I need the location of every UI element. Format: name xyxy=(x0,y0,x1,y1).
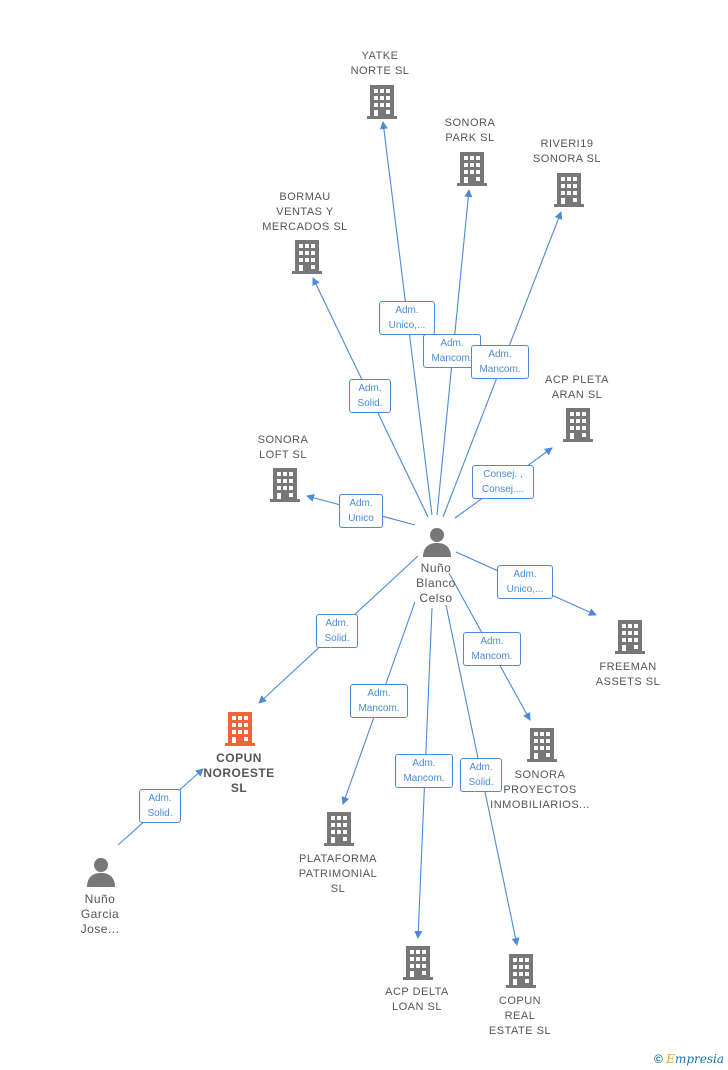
node-label-acp-pleta[interactable]: ACP PLETA ARAN SL xyxy=(544,374,610,401)
building-icon[interactable] xyxy=(554,173,584,207)
edge-label-sonora-loft[interactable]: Adm. Unico xyxy=(339,494,383,528)
brand-rest: mpresia xyxy=(674,1052,724,1066)
building-icon[interactable] xyxy=(324,812,354,846)
person-icon[interactable] xyxy=(423,528,451,557)
node-label-sonora-loft[interactable]: SONORA LOFT SL xyxy=(257,434,309,461)
node-label-yatke[interactable]: YATKE NORTE SL xyxy=(350,50,410,77)
node-label-nuno-garcia[interactable]: Nuño Garcia Jose... xyxy=(80,892,120,936)
empresia-watermark: © Empresia xyxy=(654,1052,724,1066)
edge-label-garcia-copun[interactable]: Adm. Solid. xyxy=(139,789,181,823)
node-label-acp-delta[interactable]: ACP DELTA LOAN SL xyxy=(385,986,449,1013)
building-icon[interactable] xyxy=(367,85,397,119)
edge-label-plataforma[interactable]: Adm. Mancom. xyxy=(350,684,408,718)
edge-label-copun-noroeste[interactable]: Adm. Solid. xyxy=(316,614,358,648)
person-icon[interactable] xyxy=(87,858,115,887)
node-label-copun-noroeste[interactable]: COPUN NOROESTE SL xyxy=(203,751,275,795)
edge-label-yatke[interactable]: Adm. Unico,... xyxy=(379,301,435,335)
building-icon[interactable] xyxy=(506,954,536,988)
building-icon[interactable] xyxy=(527,728,557,762)
edge-label-copun-real[interactable]: Adm. Solid. xyxy=(460,758,502,792)
node-label-sonora-proyectos[interactable]: SONORA PROYECTOS INMOBILIARIOS... xyxy=(490,769,590,811)
building-icon[interactable] xyxy=(403,946,433,980)
node-label-nuno-blanco[interactable]: Nuño Blanco Celso xyxy=(416,561,456,605)
node-label-sonora-park[interactable]: SONORA PARK SL xyxy=(444,117,496,144)
edge-label-acp-pleta[interactable]: Consej. , Consej.... xyxy=(472,465,534,499)
edge-label-sonora-proyectos[interactable]: Adm. Mancom. xyxy=(463,632,521,666)
copyright-symbol: © xyxy=(653,1052,663,1066)
edge-label-freeman[interactable]: Adm. Unico,... xyxy=(497,565,553,599)
node-label-copun-real[interactable]: COPUN REAL ESTATE SL xyxy=(488,995,552,1037)
building-icon[interactable] xyxy=(270,468,300,502)
building-icon[interactable] xyxy=(615,620,645,654)
building-icon[interactable] xyxy=(457,152,487,186)
edge-label-acp-delta[interactable]: Adm. Mancom. xyxy=(395,754,453,788)
node-label-freeman[interactable]: FREEMAN ASSETS SL xyxy=(595,661,661,688)
node-label-bormau[interactable]: BORMAU VENTAS Y MERCADOS SL xyxy=(262,191,348,233)
edge-label-bormau[interactable]: Adm. Solid. xyxy=(349,379,391,413)
building-icon[interactable] xyxy=(563,408,593,442)
building-icon[interactable] xyxy=(292,240,322,274)
brand-first-letter: E xyxy=(666,1052,675,1066)
edge-label-riveri19[interactable]: Adm. Mancom. xyxy=(471,345,529,379)
node-label-riveri19[interactable]: RIVERI19 SONORA SL xyxy=(532,138,602,165)
building-icon[interactable] xyxy=(225,712,255,746)
node-label-plataforma[interactable]: PLATAFORMA PATRIMONIAL SL xyxy=(298,853,378,895)
